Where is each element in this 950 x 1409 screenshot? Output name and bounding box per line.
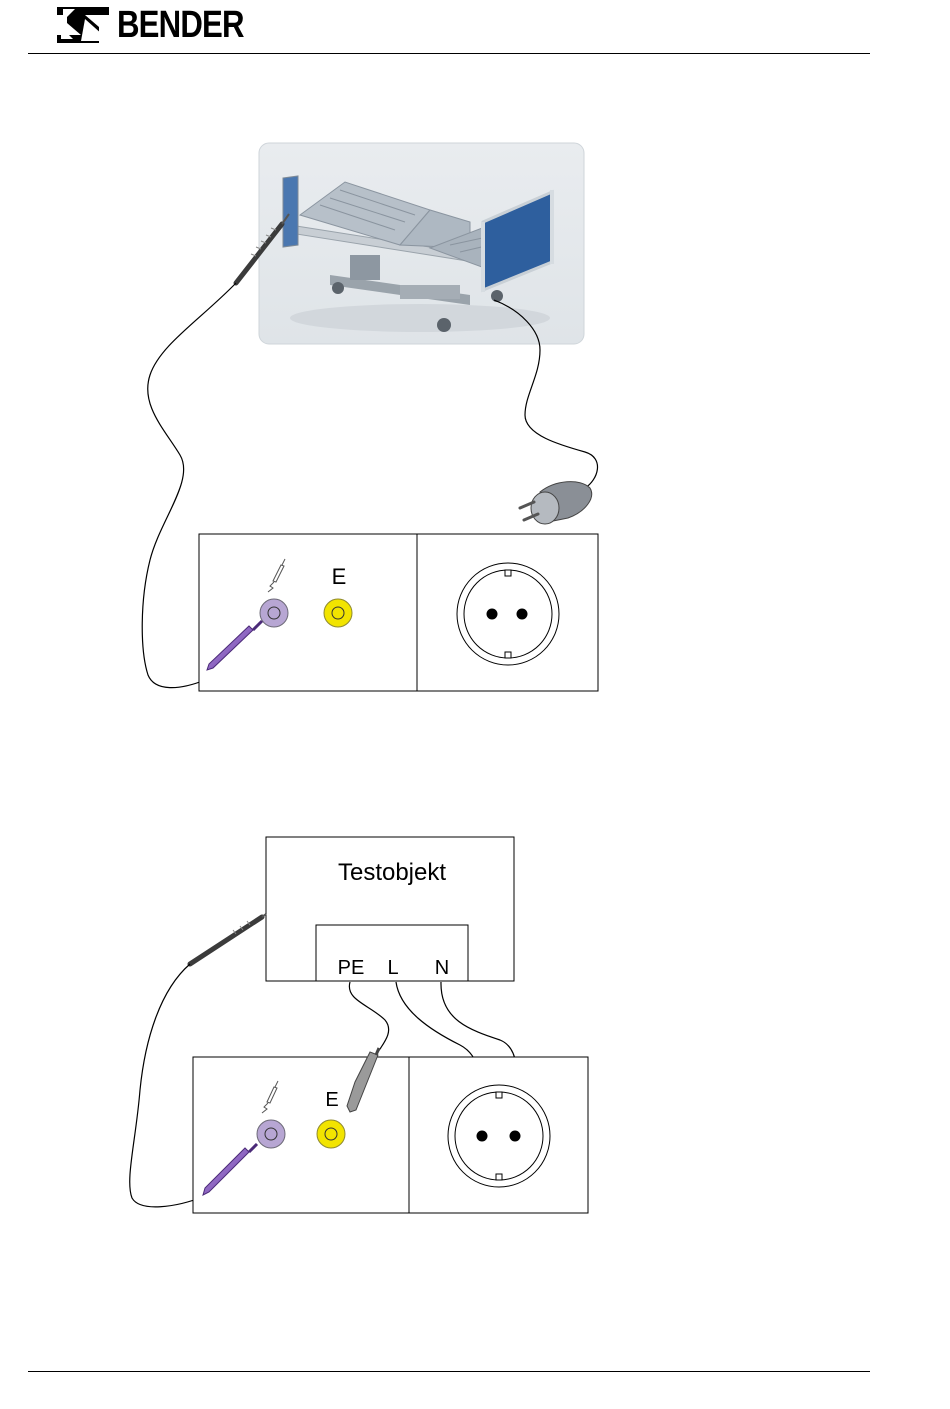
test-probe-object [190, 914, 266, 964]
terminal-pe-label: PE [338, 957, 365, 979]
probe-socket [260, 599, 288, 627]
footer-rule [28, 1371, 870, 1372]
terminal-n-label: N [435, 957, 449, 979]
earth-socket-label: E [325, 1089, 338, 1111]
earth-socket [324, 599, 352, 627]
figure-2-schematic: Testobjekt PE L N [130, 837, 588, 1213]
test-object-label: Testobjekt [338, 859, 446, 886]
earth-socket [317, 1120, 345, 1148]
mains-socket-2 [448, 1085, 550, 1187]
wire-pe [349, 982, 388, 1055]
instrument-panel-2: E [193, 1048, 588, 1213]
earth-socket-label: E [332, 564, 347, 589]
hospital-bed-photo [259, 143, 584, 344]
schuko-plug-icon [520, 482, 592, 524]
mains-socket-1 [457, 563, 559, 665]
test-object-box: Testobjekt PE L N [266, 837, 514, 981]
probe-socket [257, 1120, 285, 1148]
figure-1-bed-measurement: E [142, 143, 598, 691]
terminal-l-label: L [387, 957, 398, 979]
instrument-panel-1: E [199, 534, 598, 691]
